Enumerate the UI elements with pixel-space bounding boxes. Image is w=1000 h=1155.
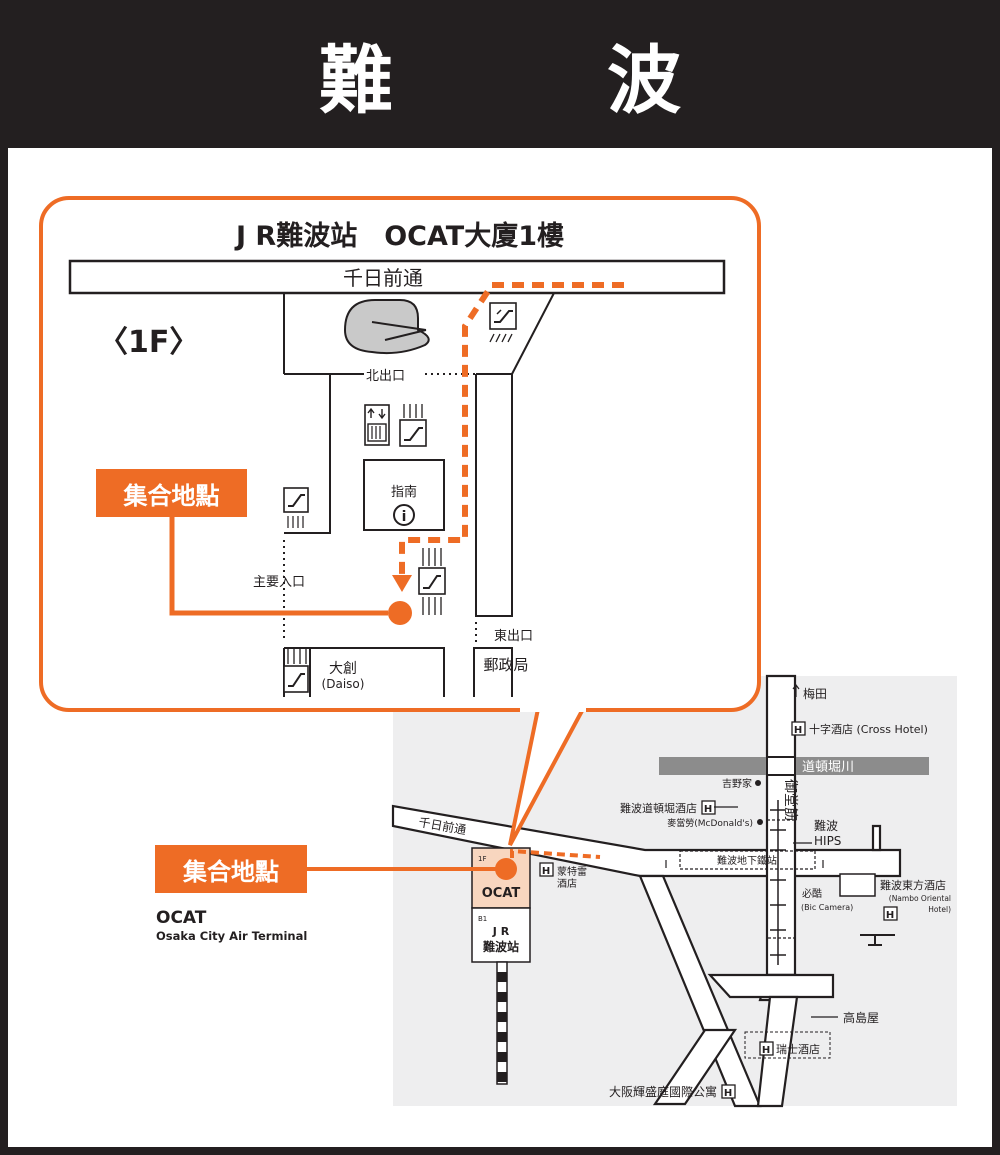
- building-right-diagonal: [511, 292, 555, 375]
- escalator-icon-left: [283, 487, 309, 528]
- jr-namba-building: [471, 907, 531, 963]
- mcdonalds-dot: [757, 819, 763, 825]
- info-symbol: i: [402, 509, 407, 525]
- ocat-name-block: OCAT Osaka City Air Terminal: [156, 907, 346, 944]
- page-title: 難 波: [319, 37, 751, 124]
- jr-label-1: J R: [492, 925, 510, 938]
- right-pillar: [475, 373, 513, 617]
- monterey-label-2: 酒店: [557, 877, 577, 890]
- takashimaya-label: 高島屋: [843, 1010, 879, 1025]
- east-side-road: [871, 824, 882, 852]
- ocat-full-name: Osaka City Air Terminal: [156, 929, 308, 943]
- north-exit-label: 北出口: [366, 369, 405, 384]
- namba-hips-label-2: HIPS: [814, 834, 841, 848]
- area-meeting-dot: [495, 858, 517, 880]
- post-office-label: 郵政局: [483, 656, 528, 674]
- escalator-icon-bottom: [283, 648, 309, 693]
- bic-camera-label-2: (Bic Camera): [801, 903, 853, 912]
- subway-label: 難波地下鐵站: [717, 854, 777, 867]
- bic-camera-label: 必酷: [802, 887, 822, 900]
- info-icon: [393, 504, 415, 526]
- area-meeting-label: 集合地點: [183, 857, 279, 886]
- yoshinoya-label: 吉野家: [722, 777, 752, 790]
- mcdonalds-label: 麥當勞(McDonald's): [667, 817, 753, 829]
- dotonbori-hotel-label: 難波道頓堀酒店: [620, 801, 697, 815]
- river-label: 道頓堀川: [802, 760, 854, 775]
- route-arrow-icon: [392, 575, 412, 592]
- escalator-icon-entrance: [418, 548, 446, 615]
- cross-hotel-label: 十字酒店 (Cross Hotel): [809, 722, 928, 736]
- ocat-name: OCAT: [156, 908, 207, 928]
- area-meeting-tag: 集合地點: [155, 845, 307, 893]
- escalator-icon-middle: [399, 404, 427, 447]
- hotel-icon-apartment: H: [724, 1088, 732, 1099]
- midosuji-label: 御堂筋: [782, 779, 799, 821]
- umeda-label: 梅田: [803, 686, 827, 701]
- lobby-sculpture-icon: [343, 299, 430, 355]
- hotel-icon-dotonbori: H: [704, 804, 712, 815]
- detail-meeting-tag: 集合地點: [96, 469, 247, 517]
- south-road: [756, 995, 799, 1108]
- yoshinoya-dot: [755, 780, 761, 786]
- hotel-icon-cross: H: [794, 725, 802, 736]
- post-office: [473, 647, 513, 697]
- oriental-hotel-label-3: Hotel): [928, 905, 951, 914]
- monterey-label: 蒙特雷: [557, 865, 587, 878]
- subway-vertical-box: [766, 819, 796, 939]
- detail-meeting-label: 集合地點: [123, 481, 220, 510]
- oriental-hotel-label-2: (Nambo Oriental: [889, 894, 951, 903]
- main-entrance-label: 主要入口: [253, 575, 305, 590]
- river-bridge: [766, 756, 796, 776]
- detail-title: J R難波站 OCAT大廈1樓: [234, 220, 564, 252]
- subway-station-box: [679, 850, 816, 870]
- namba-hips-label: 難波: [814, 818, 838, 833]
- detail-street-label: 千日前通: [343, 266, 423, 290]
- area-map: H H H H H H 梅田 十字酒店 (Cross Hotel) 道頓堀川 吉…: [307, 674, 957, 1108]
- ocat-box-label: OCAT: [482, 886, 521, 901]
- southwest-branch: [652, 1028, 738, 1106]
- elevator-icon: [364, 404, 390, 446]
- oriental-hotel-building: [839, 873, 876, 897]
- apartment-label: 大阪輝盛庭國際公寓: [609, 1084, 717, 1099]
- escalator-icon-top: [489, 302, 517, 343]
- oriental-hotel-label: 難波東方酒店: [880, 878, 946, 892]
- detail-walk-route: [399, 282, 624, 575]
- floor-label: 〈1F〉: [98, 325, 199, 360]
- detail-meeting-leader: [169, 512, 388, 616]
- jr-line: [496, 961, 508, 1085]
- info-desk: [363, 459, 445, 531]
- area-walk-route: [510, 848, 601, 859]
- detail-meeting-dot: [388, 601, 412, 625]
- hotel-icons: [539, 721, 898, 1099]
- ocat-floor-1f: 1F: [478, 855, 486, 863]
- daiso-en-label: (Daiso): [322, 677, 365, 691]
- left-pillar: [284, 373, 331, 534]
- hotel-icon-monterey: H: [542, 866, 550, 877]
- daiso-label: 大創: [329, 661, 357, 677]
- daiso-shop: [284, 647, 445, 697]
- callout-box: [39, 196, 761, 712]
- info-desk-label: 指南: [391, 484, 417, 500]
- callout-pointer: [508, 708, 585, 846]
- lower-cross-road: [707, 973, 835, 999]
- east-exit-label: 東出口: [494, 628, 533, 644]
- hotel-icon-oriental: H: [886, 910, 894, 921]
- detail-callout: J R難波站 OCAT大廈1樓 千日前通 〈1F〉 北出口 指南 i 主要入口 …: [39, 196, 761, 846]
- jr-label-2: 難波站: [483, 939, 519, 954]
- swissotel-label: 瑞士酒店: [776, 1042, 820, 1056]
- jr-floor-b1: B1: [478, 915, 487, 923]
- header-bar: [0, 0, 1000, 148]
- hotel-icon-swissotel: H: [762, 1045, 770, 1056]
